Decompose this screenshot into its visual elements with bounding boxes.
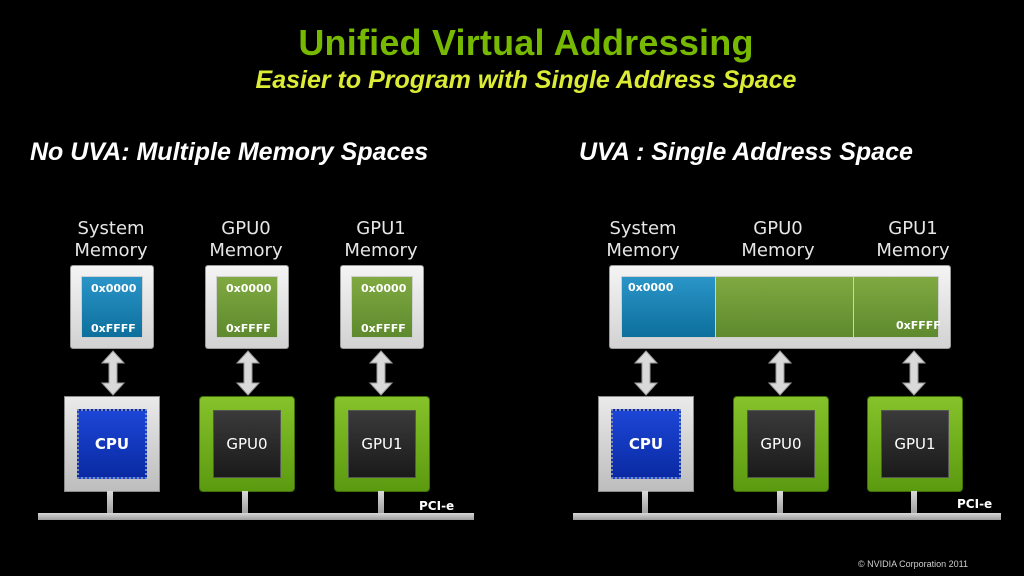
gpu1-memory-region [351,276,413,338]
bus-connector [642,491,648,515]
right-gpu1-chip: GPU1 [867,396,963,492]
right-label-system-memory: System Memory [583,218,703,262]
left-heading: No UVA: Multiple Memory Spaces [30,138,429,166]
slide-title: Unified Virtual Addressing [298,22,754,63]
unified-memory-block: 0x0000 0xFFFF [609,265,951,349]
address-start: 0x0000 [628,281,674,294]
gpu1-core: GPU1 [348,410,416,478]
left-pcie-bus [38,513,474,520]
label-line2: Memory [741,240,815,261]
label-line1: GPU1 [356,218,406,239]
address-start: 0x0000 [91,282,137,295]
label-line1: GPU1 [888,218,938,239]
bus-connector [242,491,248,515]
address-end: 0xFFFF [896,319,941,332]
left-label-gpu0-memory: GPU0 Memory [186,218,306,262]
double-arrow-icon [235,350,261,396]
left-gpu0-memory-block: 0x0000 0xFFFF [205,265,289,349]
address-start: 0x0000 [226,282,272,295]
double-arrow-icon [368,350,394,396]
left-pcie-label: PCI-e [419,499,455,513]
bus-connector [378,491,384,515]
right-cpu-chip: CPU [598,396,694,492]
bus-connector [911,491,917,515]
gpu0-core: GPU0 [213,410,281,478]
address-end: 0xFFFF [361,322,406,335]
left-system-memory-block: 0x0000 0xFFFF [70,265,154,349]
gpu0-memory-region [715,276,855,338]
copyright-text: © NVIDIA Corporation 2011 [857,559,968,569]
label-line2: Memory [344,240,418,261]
slide-subtitle: Easier to Program with Single Address Sp… [255,66,797,94]
address-end: 0xFFFF [91,322,136,335]
system-memory-region [81,276,143,338]
gpu0-memory-region [216,276,278,338]
left-label-gpu1-memory: GPU1 Memory [321,218,441,262]
gpu1-core: GPU1 [881,410,949,478]
left-gpu1-chip: GPU1 [334,396,430,492]
bus-connector [777,491,783,515]
double-arrow-icon [100,350,126,396]
cpu-core: CPU [77,409,147,479]
right-pcie-bus [573,513,1001,520]
right-pcie-label: PCI-e [957,497,993,511]
label-line1: System [77,218,145,239]
bus-connector [107,491,113,515]
left-gpu1-memory-block: 0x0000 0xFFFF [340,265,424,349]
left-label-system-memory: System Memory [51,218,171,262]
right-gpu0-chip: GPU0 [733,396,829,492]
gpu0-core: GPU0 [747,410,815,478]
double-arrow-icon [767,350,793,396]
gpu1-memory-region [853,276,939,338]
label-line1: System [609,218,677,239]
address-start: 0x0000 [361,282,407,295]
double-arrow-icon [633,350,659,396]
address-end: 0xFFFF [226,322,271,335]
label-line2: Memory [209,240,283,261]
label-line1: GPU0 [753,218,803,239]
right-heading: UVA : Single Address Space [579,138,913,166]
label-line1: GPU0 [221,218,271,239]
label-line2: Memory [74,240,148,261]
label-line2: Memory [876,240,950,261]
cpu-core: CPU [611,409,681,479]
right-label-gpu0-memory: GPU0 Memory [718,218,838,262]
left-gpu0-chip: GPU0 [199,396,295,492]
left-cpu-chip: CPU [64,396,160,492]
label-line2: Memory [606,240,680,261]
right-label-gpu1-memory: GPU1 Memory [853,218,973,262]
double-arrow-icon [901,350,927,396]
